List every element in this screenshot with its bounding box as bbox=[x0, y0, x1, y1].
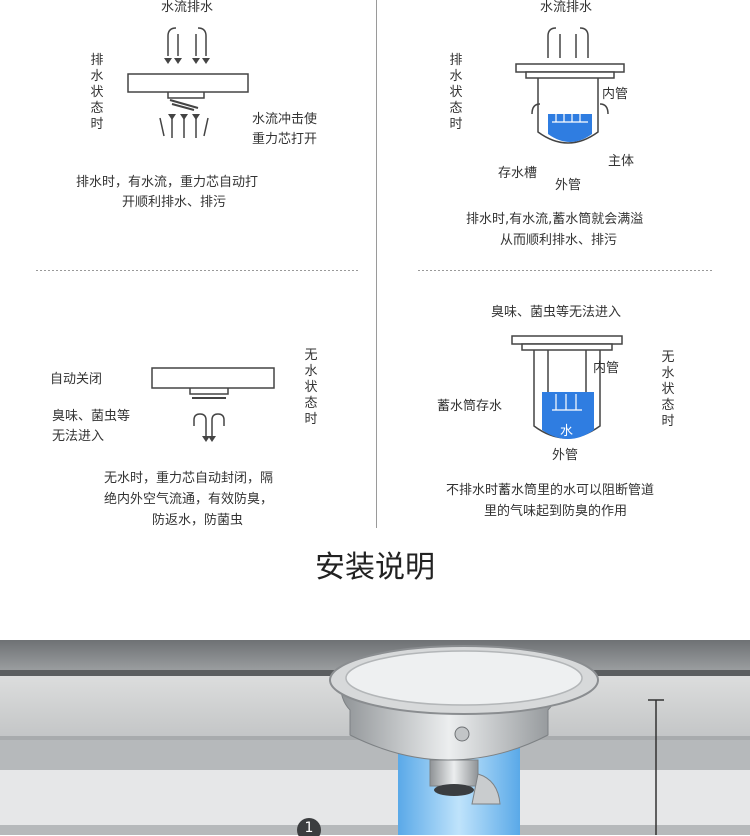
divider-left bbox=[36, 270, 358, 271]
q2-caption-1: 排水时,有水流,蓄水筒就会满溢 bbox=[466, 212, 644, 227]
q2-label-water: 水 bbox=[563, 148, 577, 163]
q1-title: 水流排水 bbox=[161, 0, 214, 15]
q4-caption-2: 里的气味起到防臭的作用 bbox=[484, 504, 628, 519]
center-divider bbox=[376, 0, 377, 528]
q2-title: 水流排水 bbox=[540, 0, 593, 15]
q4-side-label: 无水状态时 bbox=[661, 350, 675, 429]
q3-caption-2: 绝内外空气流通，有效防臭， bbox=[104, 492, 274, 507]
install-heading: 安装说明 bbox=[315, 550, 435, 585]
q1-caption-1: 排水时，有水流，重力芯自动打 bbox=[76, 175, 259, 190]
q4-title: 臭味、菌虫等无法进入 bbox=[491, 305, 622, 320]
q2-side-label: 排水状态时 bbox=[449, 53, 463, 132]
q3-caption-1: 无水时，重力芯自动封闭，隔 bbox=[104, 471, 274, 486]
q3-odor-note-2: 无法进入 bbox=[52, 429, 105, 444]
step-badge bbox=[297, 818, 321, 836]
q1-side-label: 排水状态时 bbox=[90, 53, 104, 132]
q1-impact-note-2: 重力芯打开 bbox=[252, 132, 318, 147]
q4-diagram bbox=[511, 335, 623, 439]
q4-label-outer: 外管 bbox=[552, 448, 579, 463]
q2-water-fill bbox=[548, 114, 592, 142]
divider-right bbox=[418, 270, 712, 271]
q3-diagram bbox=[151, 367, 275, 442]
q1-impact-note-1: 水流冲击使 bbox=[252, 112, 318, 127]
q2-label-body: 主体 bbox=[608, 154, 635, 169]
q1-caption-2: 开顺利排水、排污 bbox=[122, 195, 227, 210]
install-photo bbox=[0, 640, 750, 836]
q3-side-label: 无水状态时 bbox=[304, 348, 318, 427]
q3-caption-3: 防返水，防菌虫 bbox=[152, 513, 244, 528]
q2-label-outer: 外管 bbox=[555, 178, 582, 193]
q4-label-storage: 蓄水筒存水 bbox=[437, 399, 503, 414]
q2-label-inner: 内管 bbox=[602, 87, 629, 102]
q1-diagram bbox=[127, 27, 249, 138]
q4-caption-1: 不排水时蓄水筒里的水可以阻断管道 bbox=[446, 483, 655, 498]
q2-label-trap: 存水槽 bbox=[498, 166, 538, 181]
q4-water-fill bbox=[542, 392, 594, 439]
q3-auto-close: 自动关闭 bbox=[50, 372, 103, 387]
q4-label-inner: 内管 bbox=[593, 361, 620, 376]
q2-diagram bbox=[515, 27, 625, 144]
q3-odor-note-1: 臭味、菌虫等 bbox=[52, 409, 131, 424]
q2-caption-2: 从而顺利排水、排污 bbox=[500, 233, 618, 248]
q4-label-water: 水 bbox=[560, 424, 574, 439]
step-number: 1 bbox=[304, 820, 314, 836]
